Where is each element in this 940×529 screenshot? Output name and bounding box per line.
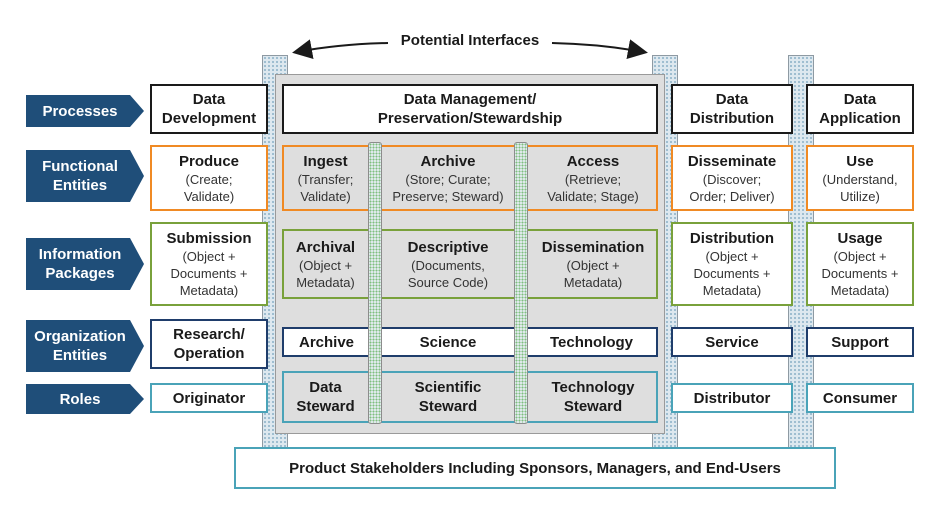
row-label-organization-entities: Organization Entities xyxy=(26,320,144,372)
org-research-operation-text: Research/ Operation xyxy=(173,326,245,362)
stakeholders-box: Product Stakeholders Including Sponsors,… xyxy=(234,447,836,489)
package-archival: Archival (Object + Metadata) xyxy=(284,231,367,297)
functional-produce-sub: (Create; Validate) xyxy=(183,171,235,204)
potential-interfaces-label: Potential Interfaces xyxy=(400,32,540,49)
org-service-text: Service xyxy=(705,333,759,351)
functional-archive-title: Archive xyxy=(420,152,476,170)
functional-access-sub: (Retrieve; Validate; Stage) xyxy=(547,171,639,204)
row-label-organization-entities-text: Organization Entities xyxy=(34,328,126,364)
package-distribution: Distribution (Object + Documents + Metad… xyxy=(671,222,793,306)
row-label-roles-text: Roles xyxy=(59,390,101,408)
functional-use-title: Use xyxy=(846,152,874,170)
process-data-management-text: Data Management/ Preservation/Stewardshi… xyxy=(377,91,563,127)
org-support-text: Support xyxy=(831,333,889,351)
org-technology-text: Technology xyxy=(549,333,634,351)
role-management-group xyxy=(282,371,658,423)
row-label-roles: Roles xyxy=(26,384,144,414)
stakeholders-text: Product Stakeholders Including Sponsors,… xyxy=(289,459,781,477)
process-data-application-text: Data Application xyxy=(819,91,901,127)
package-usage: Usage (Object + Documents + Metadata) xyxy=(806,222,914,306)
org-support: Support xyxy=(806,327,914,357)
functional-archive: Archive (Store; Curate; Preserve; Stewar… xyxy=(384,147,512,209)
row-label-functional-entities: Functional Entities xyxy=(26,150,144,202)
process-data-application: Data Application xyxy=(806,84,914,134)
package-distribution-sub: (Object + Documents + Metadata) xyxy=(693,249,771,298)
functional-produce: Produce (Create; Validate) xyxy=(150,145,268,211)
role-originator-text: Originator xyxy=(172,389,246,407)
package-dissemination-title: Dissemination xyxy=(541,238,645,256)
package-submission-sub: (Object + Documents + Metadata) xyxy=(170,249,248,298)
left-arrow xyxy=(292,39,389,59)
package-descriptive-title: Descriptive xyxy=(407,238,489,256)
row-label-processes: Processes xyxy=(26,95,144,127)
role-data-steward: Data Steward xyxy=(284,373,367,421)
package-descriptive-sub: (Documents, Source Code) xyxy=(407,257,489,290)
row-label-information-packages-text: Information Packages xyxy=(38,246,122,282)
data-management-panel xyxy=(275,74,665,434)
functional-disseminate-title: Disseminate xyxy=(687,152,777,170)
functional-ingest-sub: (Transfer; Validate) xyxy=(297,171,354,204)
org-technology: Technology xyxy=(525,327,658,357)
functional-access: Access (Retrieve; Validate; Stage) xyxy=(530,147,656,209)
role-data-steward-text: Data Steward xyxy=(296,379,355,415)
inner-interface-connector-2 xyxy=(514,142,528,424)
role-distributor: Distributor xyxy=(671,383,793,413)
process-data-development: Data Development xyxy=(150,84,268,134)
package-dissemination: Dissemination (Object + Metadata) xyxy=(530,231,656,297)
functional-disseminate-sub: (Discover; Order; Deliver) xyxy=(689,171,775,204)
row-label-information-packages: Information Packages xyxy=(26,238,144,290)
org-science: Science xyxy=(378,327,518,357)
right-arrow xyxy=(551,39,648,59)
role-originator: Originator xyxy=(150,383,268,413)
functional-access-title: Access xyxy=(566,152,620,170)
package-submission-title: Submission xyxy=(166,230,252,247)
row-label-processes-text: Processes xyxy=(42,102,118,120)
org-service: Service xyxy=(671,327,793,357)
package-submission: Submission (Object + Documents + Metadat… xyxy=(150,222,268,306)
potential-interfaces-arrows xyxy=(292,39,648,59)
process-data-distribution-text: Data Distribution xyxy=(689,91,775,127)
functional-produce-title: Produce xyxy=(178,152,239,170)
functional-use-sub: (Understand, Utilize) xyxy=(822,171,898,204)
org-archive: Archive xyxy=(282,327,371,357)
functional-management-group xyxy=(282,145,658,211)
package-dissemination-sub: (Object + Metadata) xyxy=(563,257,623,290)
row-label-functional-entities-text: Functional Entities xyxy=(42,158,118,194)
functional-ingest: Ingest (Transfer; Validate) xyxy=(284,147,367,209)
package-archival-title: Archival xyxy=(295,238,356,256)
functional-archive-sub: (Store; Curate; Preserve; Steward) xyxy=(392,171,504,204)
org-archive-text: Archive xyxy=(298,333,355,351)
package-archival-sub: (Object + Metadata) xyxy=(296,257,355,290)
package-descriptive: Descriptive (Documents, Source Code) xyxy=(384,231,512,297)
package-distribution-title: Distribution xyxy=(689,230,775,247)
process-data-distribution: Data Distribution xyxy=(671,84,793,134)
role-scientific-steward-text: Scientific Steward xyxy=(414,379,482,415)
functional-use: Use (Understand, Utilize) xyxy=(806,145,914,211)
role-technology-steward-text: Technology Steward xyxy=(551,379,635,415)
role-technology-steward: Technology Steward xyxy=(530,373,656,421)
process-data-management: Data Management/ Preservation/Stewardshi… xyxy=(282,84,658,134)
package-usage-sub: (Object + Documents + Metadata) xyxy=(821,249,899,298)
org-science-text: Science xyxy=(419,333,477,351)
role-consumer-text: Consumer xyxy=(822,389,898,407)
functional-ingest-title: Ingest xyxy=(303,152,348,170)
functional-disseminate: Disseminate (Discover; Order; Deliver) xyxy=(671,145,793,211)
package-management-group xyxy=(282,229,658,299)
package-usage-title: Usage xyxy=(837,230,883,247)
role-distributor-text: Distributor xyxy=(693,389,771,407)
role-scientific-steward: Scientific Steward xyxy=(384,373,512,421)
process-data-development-text: Data Development xyxy=(161,91,257,127)
inner-interface-connector-1 xyxy=(368,142,382,424)
role-consumer: Consumer xyxy=(806,383,914,413)
org-research-operation: Research/ Operation xyxy=(150,319,268,369)
